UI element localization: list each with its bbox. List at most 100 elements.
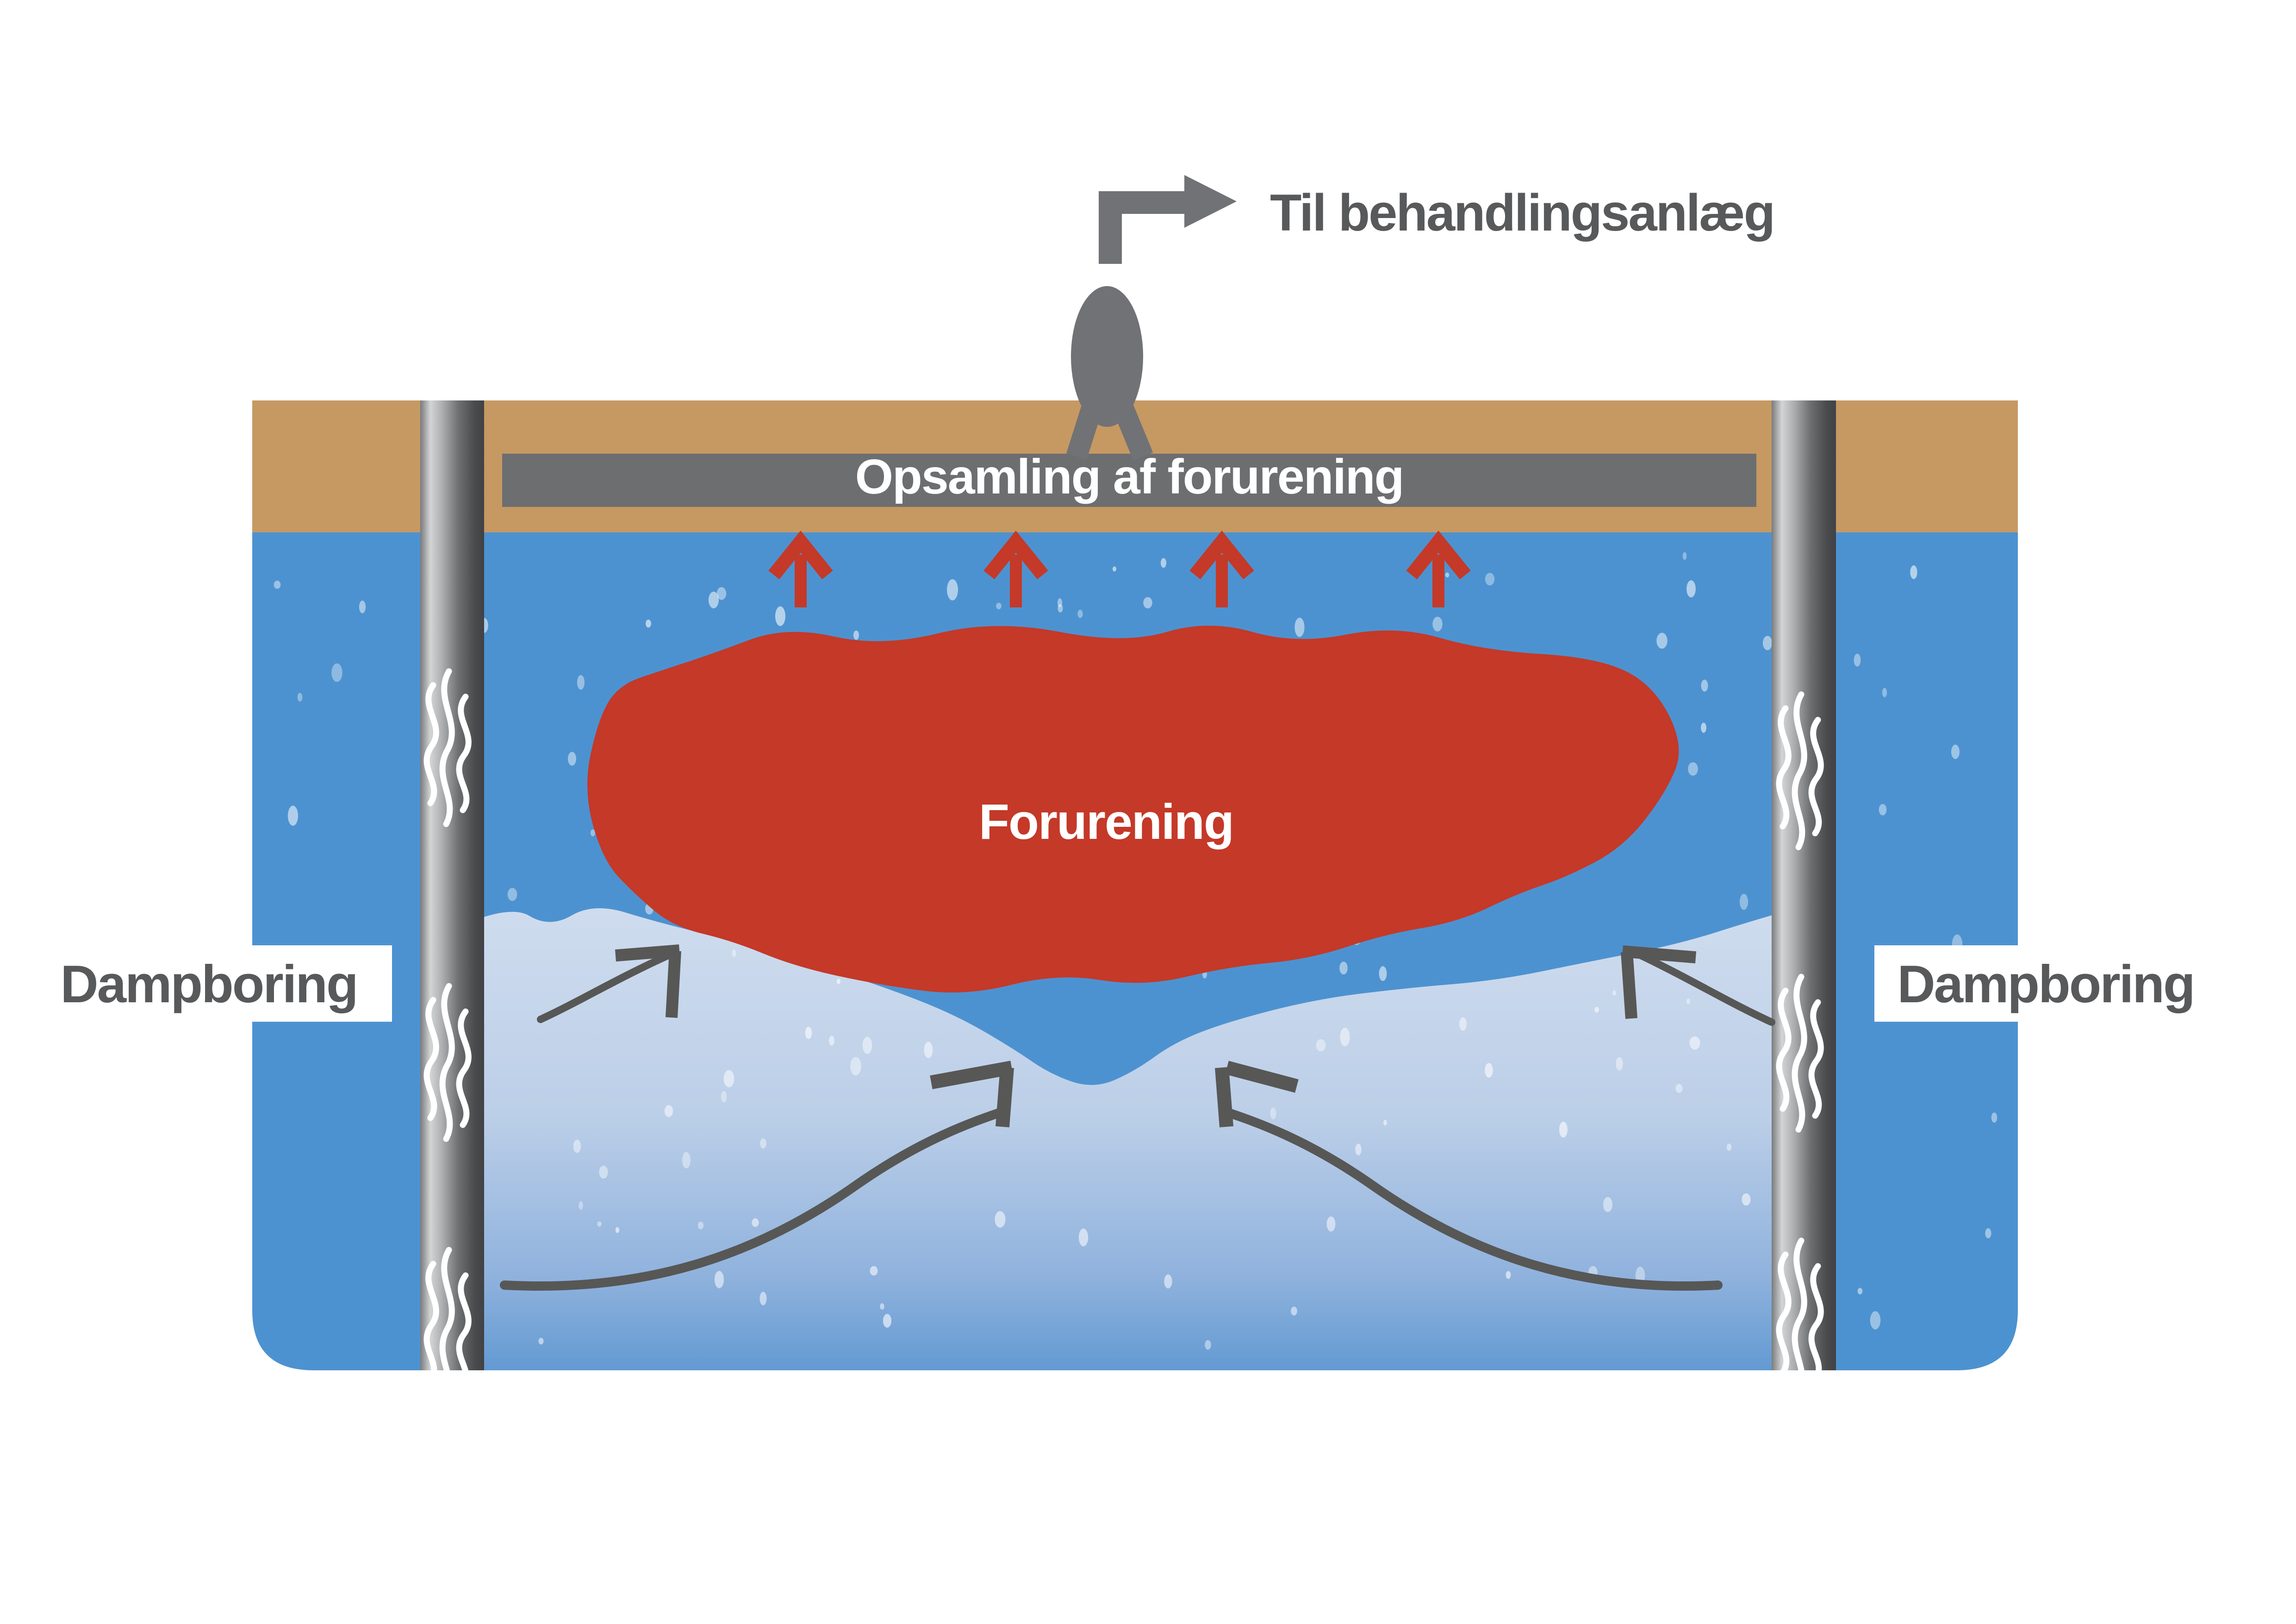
speckle-dot	[732, 949, 736, 957]
speckle-dot	[1316, 1039, 1326, 1052]
steam-wave-icon	[423, 682, 439, 806]
steam-wave-icon	[456, 1008, 472, 1128]
speckle-dot	[1951, 744, 1960, 759]
speckle-dot	[1612, 990, 1616, 996]
speckle-dot	[1058, 598, 1062, 607]
steam-wave-icon	[1808, 999, 1824, 1119]
speckle-dot	[568, 752, 576, 766]
speckle-dot	[1686, 580, 1696, 598]
speckle-dot	[1326, 1216, 1336, 1232]
speckle-dot	[1058, 604, 1063, 612]
steam-wave-icon	[1792, 691, 1807, 850]
speckle-dot	[1291, 1306, 1297, 1316]
steam-cloud	[455, 905, 1807, 1370]
contamination-blob	[587, 625, 1679, 993]
speckle-dot	[297, 693, 303, 702]
speckle-dot	[1339, 962, 1348, 974]
speckle-dot	[1682, 552, 1687, 560]
speckle-dot	[1355, 1143, 1362, 1156]
steam-wave-icon	[1808, 1263, 1824, 1383]
speckle-dot	[1857, 1287, 1863, 1295]
speckle-dot	[1485, 1063, 1493, 1078]
speckle-dot	[1432, 617, 1443, 631]
steam-wave-icon	[1808, 717, 1824, 837]
speckle-dot	[1991, 1112, 1997, 1123]
speckle-dot	[850, 1057, 861, 1075]
curved-arrow-icon	[1215, 1061, 1723, 1291]
contamination-label: Forurening	[979, 793, 1233, 849]
speckle-dot	[1340, 1027, 1350, 1047]
speckle-dot	[1701, 723, 1706, 733]
steam-flow-arrows	[500, 944, 1775, 1291]
borehole-label-left: Dampboring	[25, 945, 392, 1022]
steam-wave-icon	[1792, 1237, 1807, 1397]
speckle-dot	[1686, 998, 1691, 1005]
speckle-dot	[947, 579, 958, 600]
speckle-dot	[697, 1221, 704, 1230]
speckle-dot	[1603, 1197, 1613, 1212]
speckle-dot	[708, 591, 719, 609]
speckle-dot	[577, 675, 585, 690]
steam-wave-icon	[439, 668, 455, 827]
speckle-dot	[775, 606, 785, 626]
speckle-dot	[1485, 573, 1495, 586]
borehole-right-label: Dampboring	[1897, 955, 2194, 1014]
speckle-dot	[716, 587, 727, 600]
speckle-dot	[1445, 572, 1450, 578]
speckle-dot	[1879, 804, 1887, 816]
curved-arrow-icon	[1621, 945, 1775, 1026]
speckle-dot	[597, 1221, 602, 1227]
wellhead-icon	[1066, 286, 1153, 461]
speckle-dot	[1205, 1340, 1211, 1350]
speckle-dot	[599, 1166, 608, 1179]
label-box	[25, 945, 392, 1022]
speckle-dot	[862, 1037, 872, 1054]
speckle-dot	[995, 1211, 1006, 1228]
speckle-dot	[1689, 1036, 1700, 1050]
speckle-dot	[1739, 893, 1748, 910]
speckle-dot	[646, 619, 651, 628]
steam-wave-icon	[456, 1272, 472, 1392]
speckle-dot	[287, 806, 299, 826]
speckle-dot	[1701, 680, 1708, 692]
speckle-dot	[1742, 1193, 1751, 1206]
speckle-dot	[615, 1227, 620, 1233]
speckle-dot	[1506, 1271, 1511, 1279]
up-arrow-icon	[983, 531, 1048, 607]
speckle-dot	[1143, 597, 1152, 609]
treatment-plant-label: Til behandlingsanlæg	[1270, 184, 1774, 242]
speckle-dot	[723, 1070, 734, 1087]
collection-bar	[502, 454, 1756, 507]
up-arrow-icon	[1406, 531, 1471, 607]
speckle-dot	[760, 1138, 766, 1149]
speckle-dot	[1985, 1228, 1991, 1238]
speckle-dot	[1594, 1006, 1599, 1013]
speckle-dot	[590, 829, 596, 837]
speckle-dot	[573, 1139, 581, 1153]
speckle-dot	[1459, 1017, 1467, 1031]
steam-wave-icon	[1776, 987, 1792, 1112]
steam-wave-icon	[423, 1261, 439, 1385]
speckle-dot	[1854, 654, 1861, 667]
speckle-dot	[579, 1201, 583, 1210]
speckle-dot	[1910, 565, 1917, 579]
speckle-dot	[507, 887, 517, 901]
up-arrow-icon	[768, 531, 833, 607]
speckle-dot	[331, 663, 342, 682]
up-arrow-icon	[1189, 531, 1254, 607]
borehole-label-right: Dampboring	[1874, 945, 2217, 1022]
speckle-dot	[853, 631, 859, 640]
steam-pipe-right	[1772, 400, 1836, 1370]
speckle-dot	[805, 1026, 812, 1039]
speckle-dot	[1675, 1084, 1683, 1093]
steam-pipe-left	[420, 400, 484, 1370]
to-treatment-arrow-icon	[1099, 175, 1237, 264]
speckle-dot	[1078, 1228, 1089, 1247]
speckle-dot	[880, 1303, 884, 1310]
borehole-left-label: Dampboring	[60, 955, 357, 1014]
steam-wave-icon	[439, 1247, 455, 1406]
elbow-arrowhead-icon	[1184, 175, 1237, 228]
speckle-dot	[1294, 618, 1305, 637]
speckle-dot	[274, 581, 281, 589]
